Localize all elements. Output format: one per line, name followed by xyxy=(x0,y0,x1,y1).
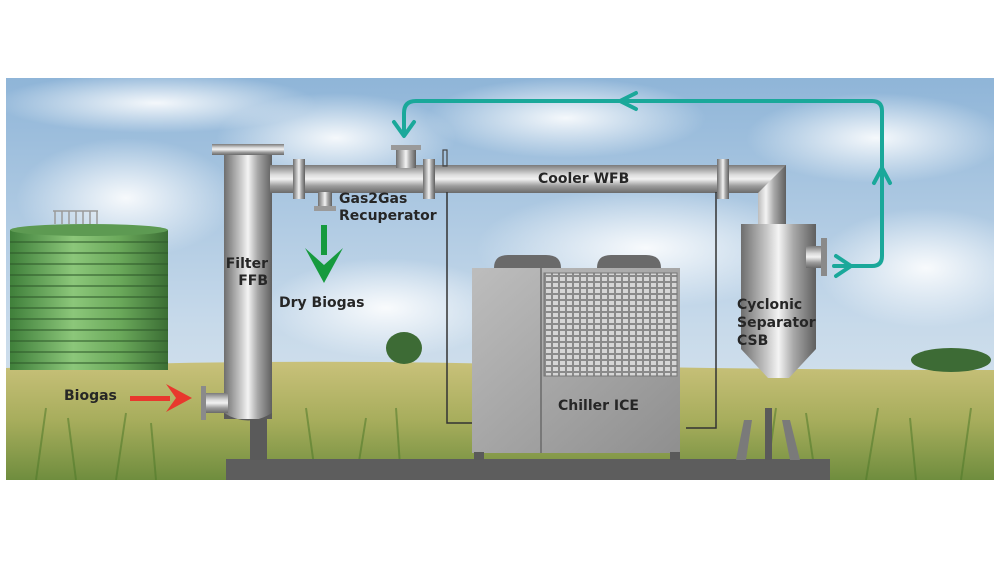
digester-tank xyxy=(10,210,168,370)
refrigerant-lines xyxy=(446,192,717,429)
separator-label-line3: CSB xyxy=(737,333,769,349)
dry-biogas-label: Dry Biogas xyxy=(279,295,365,311)
clouds xyxy=(6,78,994,358)
header-pipe xyxy=(270,145,786,224)
dry-biogas-arrow xyxy=(305,225,343,283)
separator-label-line2: Separator xyxy=(737,315,816,331)
recuperator-label-line1: Gas2Gas xyxy=(339,191,408,207)
biogas-inlet-arrow xyxy=(130,384,192,412)
chiller-ice-label: Chiller ICE xyxy=(558,398,639,414)
cyclonic-separator-csb xyxy=(736,224,827,460)
chiller-ice xyxy=(472,255,680,460)
filter-ffb-label: Filter FFB xyxy=(224,256,268,290)
separator-label: Cyclonic Separator CSB xyxy=(737,296,816,350)
biogas-label: Biogas xyxy=(64,388,117,404)
recuperator-label-line2: Recuperator xyxy=(339,208,437,224)
cooler-wfb-label: Cooler WFB xyxy=(538,171,630,187)
recuperator-label: Gas2Gas Recuperator xyxy=(339,191,437,225)
trees xyxy=(386,332,991,372)
filter-label-line1: Filter xyxy=(225,256,268,272)
biogas-drying-system-diagram: Filter FFB Gas2Gas Recuperator Dry Bioga… xyxy=(6,78,994,480)
separator-label-line1: Cyclonic xyxy=(737,297,803,313)
filter-label-line2: FFB xyxy=(238,273,268,289)
recirculation-loop-arrow xyxy=(392,91,892,278)
base-skid xyxy=(226,459,830,480)
filter-ffb xyxy=(201,144,284,460)
